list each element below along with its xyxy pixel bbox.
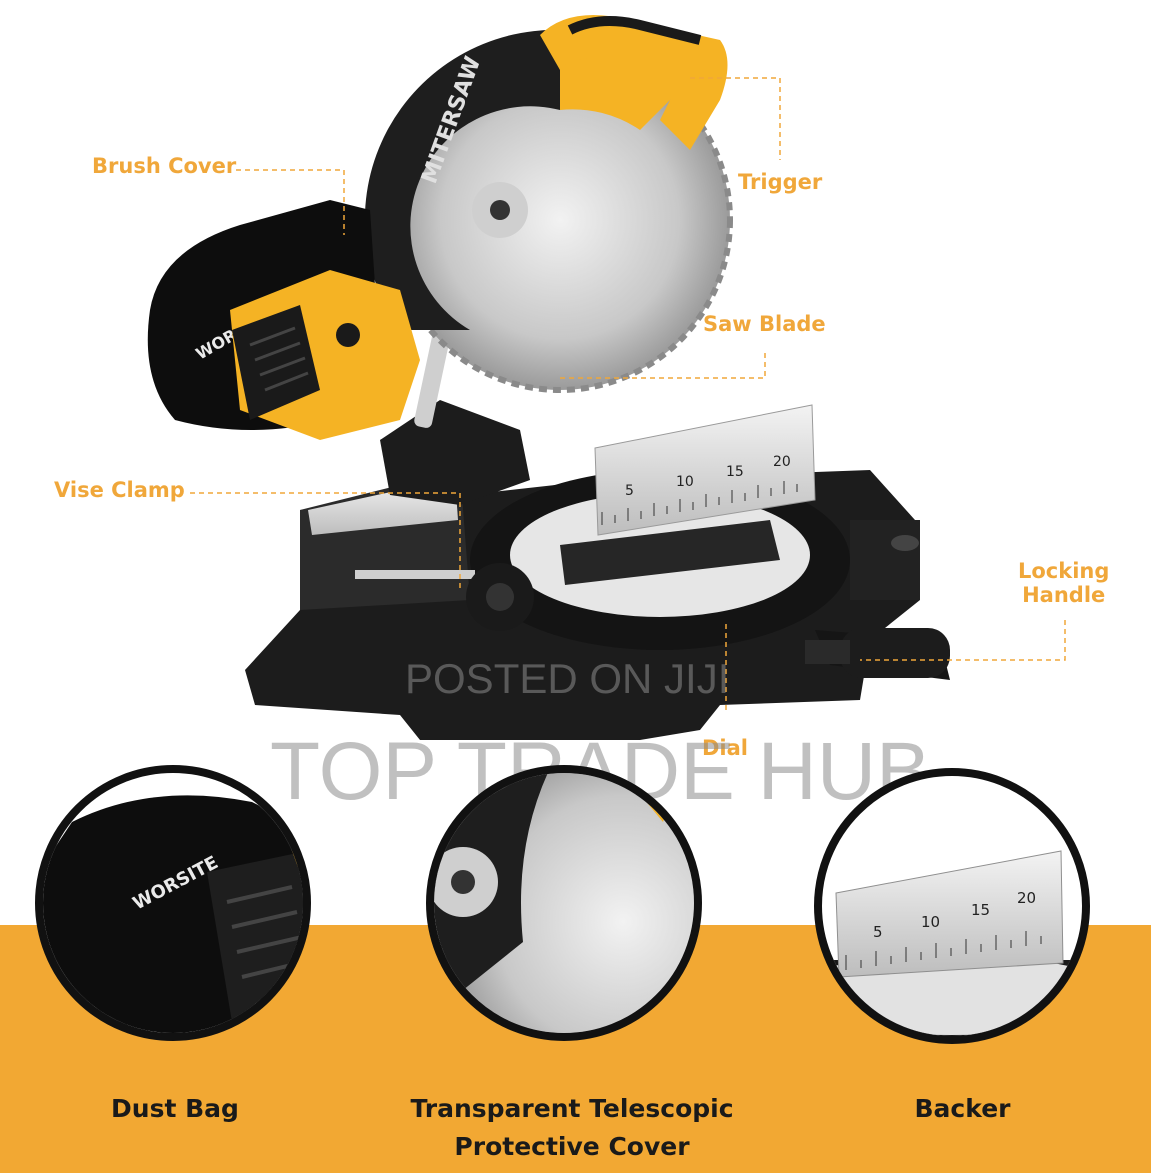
miter-saw-illustration: 5 10 15 20 — [147, 15, 1066, 740]
callout-leader-lines — [190, 77, 1066, 710]
backer-scale-10: 10 — [921, 913, 940, 931]
locking-handle-grip — [805, 628, 950, 678]
callout-locking-handle-line2: Handle — [1022, 583, 1106, 608]
fence-scale: 5 10 15 20 — [594, 404, 816, 536]
feature-circle-dust-bag: WORSITE — [35, 765, 311, 1041]
trigger-handle — [540, 15, 728, 150]
feature-label-backer: Backer — [914, 1094, 1011, 1123]
feature-label-telescopic-line1: Transparent Telescopic — [410, 1094, 734, 1123]
backer-scale-5: 5 — [873, 923, 883, 941]
backer-scale-20: 20 — [1017, 889, 1036, 907]
saw-base — [245, 470, 950, 740]
feature-label-telescopic-cover: Transparent Telescopic Protective Cover — [372, 1090, 772, 1165]
callout-locking-handle: Locking Handle — [1018, 559, 1109, 607]
scale-mark-10: 10 — [676, 474, 694, 490]
scale-mark-20: 20 — [773, 454, 791, 470]
motor-and-dust-bag: WORSITE — [147, 200, 420, 440]
callout-locking-handle-line1: Locking — [1018, 559, 1110, 583]
feature-label-dust-bag: Dust Bag — [111, 1094, 239, 1123]
feature-circle-telescopic-cover — [426, 765, 702, 1041]
callout-saw-blade: Saw Blade — [703, 312, 826, 336]
feature-circle-backer: 5 10 15 20 — [814, 768, 1090, 1044]
scale-mark-5: 5 — [625, 483, 634, 499]
backer-scale-15: 15 — [971, 901, 990, 919]
vise-knob — [466, 563, 534, 631]
callout-vise-clamp: Vise Clamp — [54, 478, 185, 502]
callout-brush-cover: Brush Cover — [92, 154, 237, 178]
watermark-posted-on-jiji: POSTED ON JIJI — [405, 655, 730, 702]
callout-dial: Dial — [702, 736, 748, 760]
feature-label-telescopic-line2: Protective Cover — [454, 1131, 690, 1161]
scale-mark-15: 15 — [726, 464, 744, 480]
callout-trigger: Trigger — [738, 170, 823, 194]
